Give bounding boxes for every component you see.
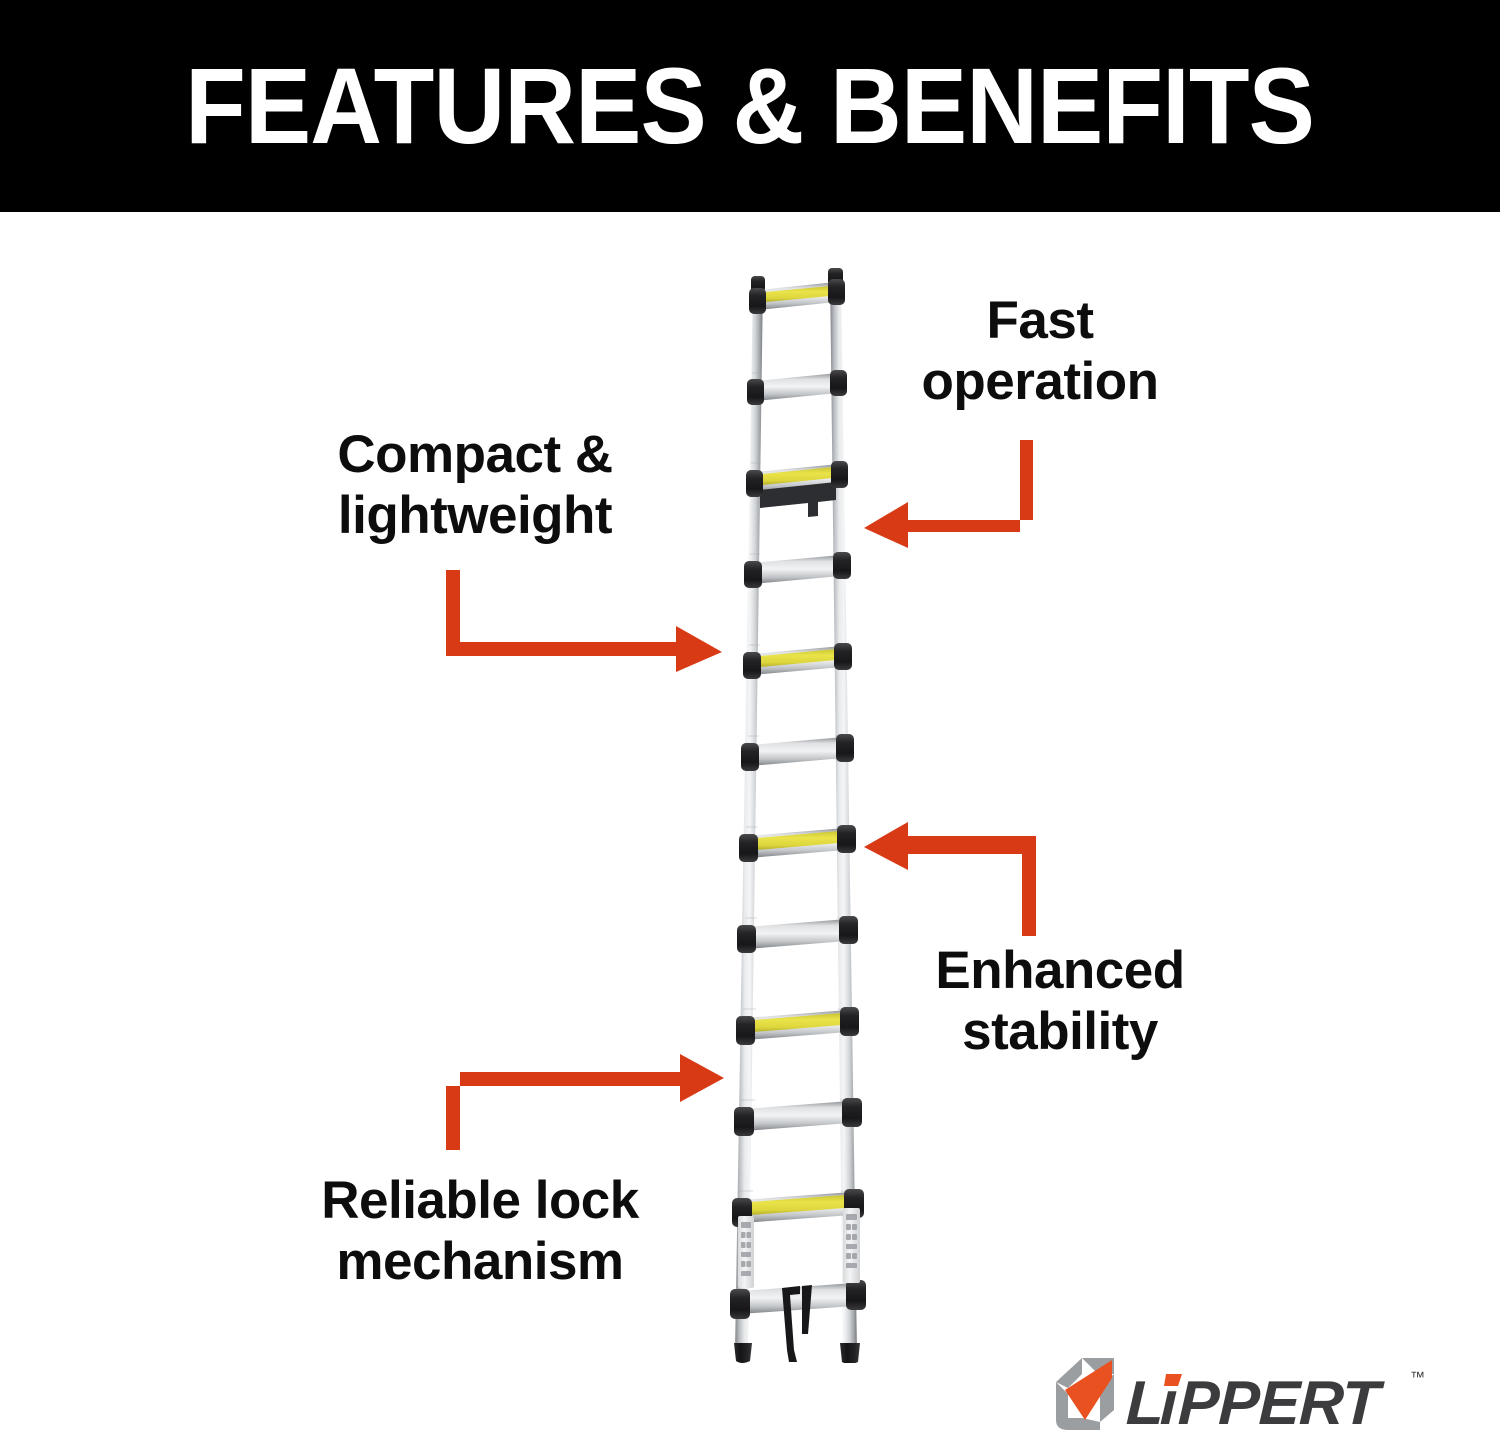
lippert-logo-triangle: [1065, 1360, 1112, 1420]
lippert-wordmark: L i PPERT: [1125, 1369, 1386, 1436]
page-title: FEATURES & BENEFITS: [185, 45, 1316, 166]
ladder-rung: [747, 370, 847, 405]
ladder-rung: [743, 643, 852, 679]
ladder-left-rail: [735, 282, 763, 1353]
ladder-release-bracket: [760, 482, 836, 517]
lippert-logo: L i PPERT ™: [1010, 1352, 1430, 1436]
callout-label-reliable-lock-mechanism: Reliable lock mechanism: [321, 1171, 639, 1292]
ladder-illustration: [730, 268, 866, 1363]
callout-label-compact-lightweight: Compact & lightweight: [337, 425, 613, 546]
ladder-rung: [739, 825, 856, 862]
lippert-logo-i-dot: [1164, 1374, 1182, 1386]
lippert-logo-svg: L i PPERT ™: [1056, 1358, 1425, 1436]
ladder-carry-strap: [782, 1285, 812, 1362]
callout-arrow-reliable-lock-mechanism: [446, 1054, 724, 1150]
svg-text:PPERT: PPERT: [1177, 1369, 1386, 1436]
ladder-rung: [736, 1007, 859, 1045]
ladder-rung: [744, 552, 851, 588]
lippert-logo-mark: [1056, 1358, 1114, 1430]
ladder-warning-label-right: [843, 1208, 860, 1283]
ladder-rung: [737, 916, 858, 953]
ladder-feet: [734, 1343, 860, 1363]
callout-arrow-fast-operation: [864, 440, 1033, 548]
ladder-rung: [746, 461, 848, 517]
callout-arrow-enhanced-stability: [864, 822, 1036, 936]
callout-label-fast-operation: Fast operation: [921, 291, 1159, 412]
ladder-rung: [730, 1280, 866, 1319]
ladder-rung: [734, 1098, 862, 1136]
callout-label-enhanced-stability: Enhanced stability: [935, 941, 1185, 1062]
ladder-rung: [741, 734, 854, 771]
svg-text:L: L: [1125, 1369, 1164, 1436]
ladder-rung: [749, 279, 845, 314]
callout-arrow-compact-lightweight: [446, 570, 722, 672]
trademark-symbol: ™: [1410, 1369, 1425, 1386]
product-image-telescoping-ladder: [690, 268, 900, 1363]
ladder-warning-label-left: [738, 1216, 754, 1288]
header-banner: FEATURES & BENEFITS: [0, 0, 1500, 212]
